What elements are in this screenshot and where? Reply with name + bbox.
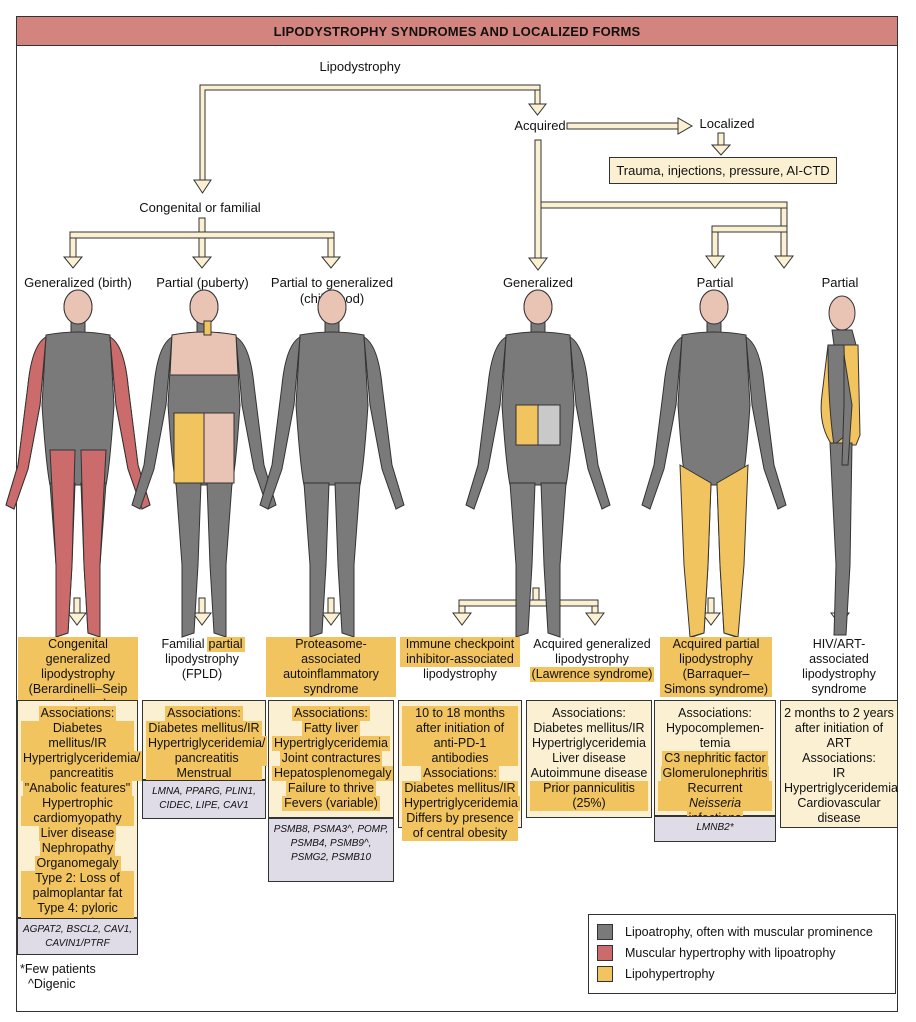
hiv-associations-box: 2 months to 2 years after initiation of …: [780, 700, 898, 828]
syndrome-name-praas: Proteasome-associated autoinflammatory s…: [266, 637, 396, 697]
heading-hiv-partial: Partial: [821, 275, 859, 290]
figure-title: LIPODYSTROPHY SYNDROMES AND LOCALIZED FO…: [16, 16, 898, 46]
legend-swatch-yellow: [597, 965, 613, 982]
apl-associations-box: Associations: Hypocomplemen-temia C3 nep…: [654, 700, 776, 826]
syndrome-name-cgl: Congenital generalized lipodystrophy (Be…: [18, 637, 138, 712]
legend-item-lipohypertrophy: Lipohypertrophy: [597, 963, 887, 984]
fpld-associations-box: Associations: Diabetes mellitus/IR Hyper…: [142, 700, 268, 796]
footnotes: *Few patients ^Digenic: [20, 962, 96, 992]
heading-acquired-generalized: Generalized: [502, 275, 574, 290]
praas-associations-box: Associations: Fatty liver Hypertriglycer…: [268, 700, 394, 818]
syndrome-name-ici: Immune checkpoint inhibitor-associatedli…: [400, 637, 520, 682]
ici-associations-box: 10 to 18 months after initiation of anti…: [398, 700, 522, 841]
cgl-genes-box: AGPAT2, BSCL2, CAV1, CAVIN1/PTRF: [17, 918, 138, 955]
apl-genes-box: LMNB2*: [654, 816, 776, 842]
agl-associations-box: Associations: Diabetes mellitus/IR Hyper…: [526, 700, 652, 818]
syndrome-name-hiv: HIV/ART-associated lipodystrophy syndrom…: [802, 637, 876, 696]
legend: Lipoatrophy, often with muscular promine…: [588, 914, 896, 994]
root-label: Lipodystrophy: [319, 59, 401, 74]
syndrome-name-apl: Acquired partial lipodystrophy (Barraque…: [660, 637, 772, 697]
acquired-label: Acquired: [514, 118, 566, 133]
localized-causes-box: Trauma, injections, pressure, AI-CTD: [609, 157, 837, 184]
syndrome-name-fpld: Familial partial lipodystrophy (FPLD): [161, 637, 245, 681]
heading-partial-puberty: Partial (puberty): [156, 275, 249, 290]
heading-generalized-birth: Generalized (birth): [24, 275, 132, 290]
fpld-genes-box: LMNA, PPARG, PLIN1, CIDEC, LIPE, CAV1: [142, 780, 266, 819]
praas-genes-box: PSMB8, PSMA3^, POMP, PSMB4, PSMB9^, PSMG…: [268, 818, 394, 882]
legend-item-lipoatrophy: Lipoatrophy, often with muscular promine…: [597, 921, 887, 942]
legend-swatch-red: [597, 944, 613, 961]
syndrome-name-agl: Acquired generalized lipodystrophy(Lawre…: [529, 637, 655, 682]
footnote-digenic: ^Digenic: [28, 977, 76, 991]
localized-label: Localized: [699, 116, 755, 131]
congenital-label: Congenital or familial: [139, 200, 261, 215]
cgl-associations-box: Associations: Diabetes mellitus/IR Hyper…: [17, 700, 143, 931]
footnote-few-patients: *Few patients: [20, 962, 96, 976]
legend-swatch-gray: [597, 923, 613, 940]
heading-acquired-partial: Partial: [696, 275, 734, 290]
legend-item-muscular-hypertrophy: Muscular hypertrophy with lipoatrophy: [597, 942, 887, 963]
